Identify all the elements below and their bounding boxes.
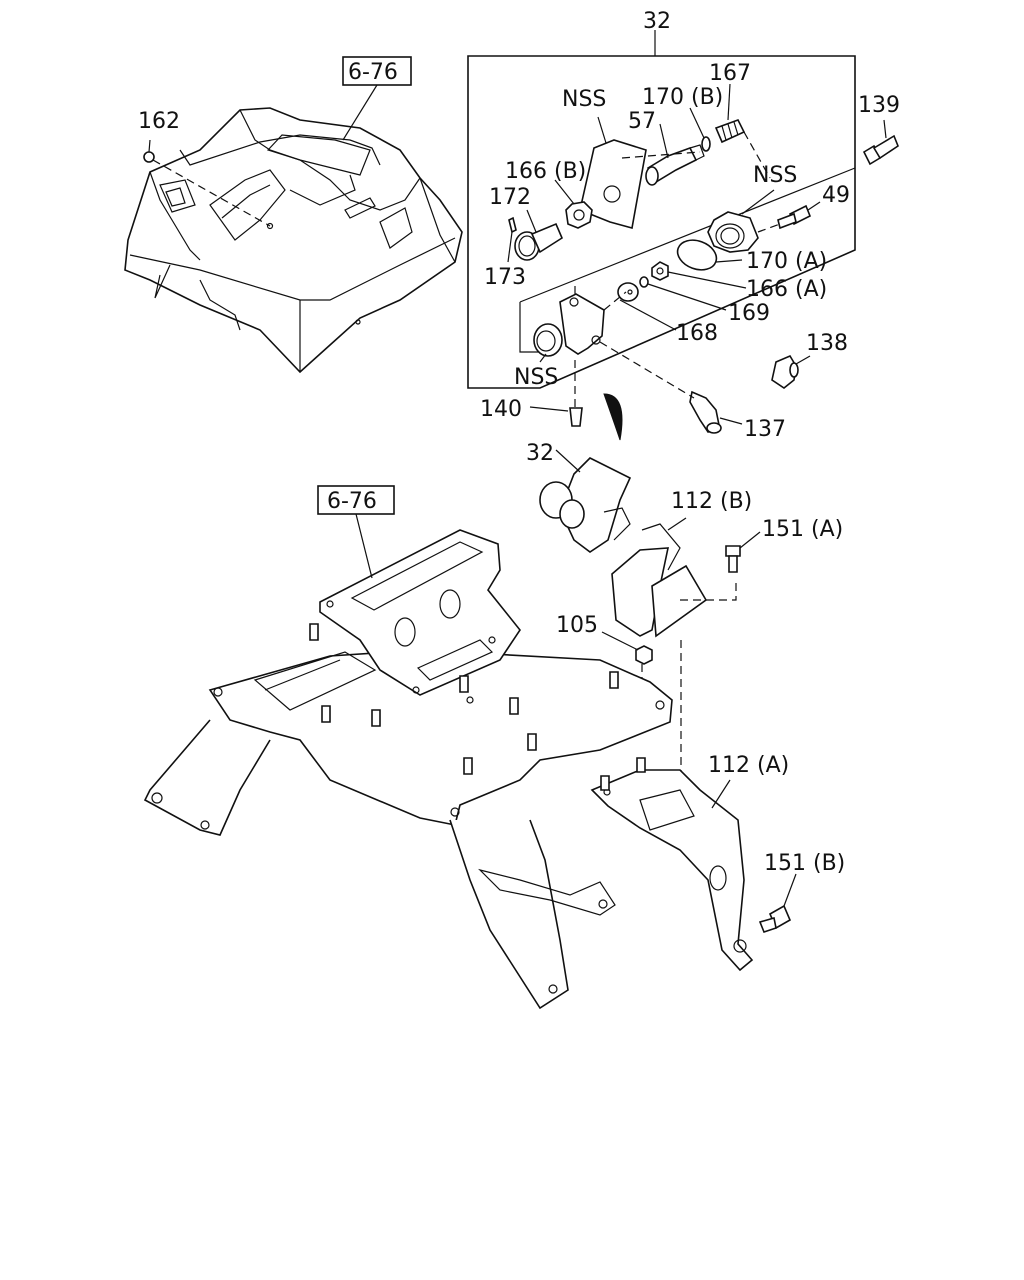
- pin-173: [507, 216, 517, 263]
- elbow-138: [771, 354, 811, 389]
- washer-169: [639, 276, 727, 311]
- nut-166b: [554, 179, 593, 229]
- label-112b: 112 (B): [671, 489, 752, 514]
- assembly-frame-32: [467, 30, 856, 389]
- label-nss-flange: NSS: [753, 163, 797, 188]
- label-140: 140: [480, 397, 522, 422]
- elbow-137: [599, 341, 743, 434]
- cap-162: [143, 139, 271, 227]
- bracket-112b: [611, 517, 737, 638]
- bolt-151b: [758, 873, 797, 933]
- label-112a: 112 (A): [708, 753, 789, 778]
- spring-167: [621, 83, 771, 179]
- direction-arrow: [603, 393, 623, 441]
- label-166a: 166 (A): [746, 277, 827, 302]
- label-nss-plate: NSS: [562, 87, 606, 112]
- bolt-151a: [725, 531, 761, 573]
- oring-170b: [689, 107, 711, 152]
- bolt-172: [514, 209, 564, 261]
- label-139: 139: [858, 93, 900, 118]
- label-57: 57: [628, 109, 656, 134]
- label-138: 138: [806, 331, 848, 356]
- bolt-49: [757, 201, 821, 233]
- label-173: 173: [484, 265, 526, 290]
- ref-label-bottom: 6-76: [327, 489, 377, 514]
- ref-leader-bottom: [355, 513, 373, 579]
- label-166b: 166 (B): [505, 159, 586, 184]
- label-162: 162: [138, 109, 180, 134]
- label-32-box: 32: [643, 9, 671, 34]
- label-167: 167: [709, 61, 751, 86]
- floor-frame: [143, 649, 673, 1010]
- assembly-32-lower: [539, 449, 632, 553]
- nut-166a: [651, 261, 747, 289]
- bracket-112a: [590, 769, 754, 972]
- label-nss-body: NSS: [514, 365, 558, 390]
- label-137: 137: [744, 417, 786, 442]
- cover-housing: [124, 107, 463, 374]
- nss-flange: [707, 189, 775, 253]
- oring-170a: [676, 239, 743, 271]
- label-172: 172: [489, 185, 531, 210]
- stud-small: [600, 757, 646, 791]
- label-151b: 151 (B): [764, 851, 845, 876]
- nss-body: [533, 286, 627, 363]
- pin-57: [645, 123, 705, 186]
- ref-label-top: 6-76: [348, 60, 398, 85]
- label-170a: 170 (A): [746, 249, 827, 274]
- ref-leader-top: [342, 84, 378, 141]
- label-105: 105: [556, 613, 598, 638]
- raised-plate: [319, 529, 521, 696]
- label-32-assy: 32: [526, 441, 554, 466]
- washer-168: [617, 282, 677, 331]
- label-169: 169: [728, 301, 770, 326]
- label-151a: 151 (A): [762, 517, 843, 542]
- label-168: 168: [676, 321, 718, 346]
- studs: [309, 623, 619, 775]
- label-170b: 170 (B): [642, 85, 723, 110]
- fitting-139: [862, 119, 899, 166]
- label-49: 49: [822, 183, 850, 208]
- fitting-140: [529, 360, 583, 427]
